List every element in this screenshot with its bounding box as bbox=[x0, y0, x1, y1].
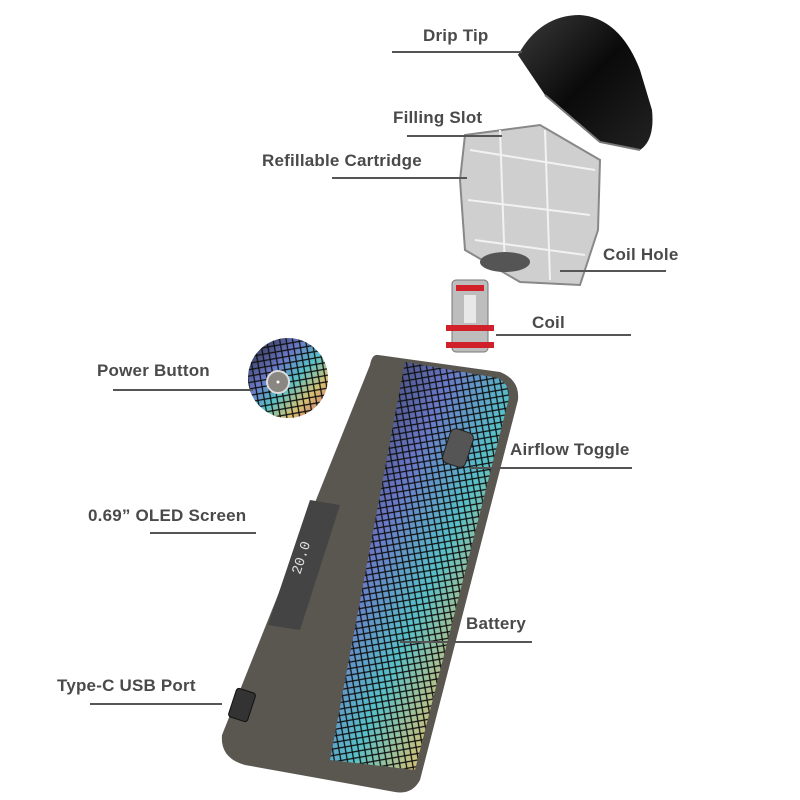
leader-line-power-button bbox=[113, 389, 253, 391]
battery-body: 20.0 bbox=[221, 354, 519, 793]
leader-line-coil bbox=[496, 334, 631, 336]
leader-line-usb-port bbox=[90, 703, 222, 705]
leader-line-battery bbox=[400, 641, 532, 643]
label-coil-hole: Coil Hole bbox=[603, 245, 679, 264]
label-power-button: Power Button bbox=[97, 361, 210, 380]
coil-part bbox=[446, 279, 494, 353]
label-filling-slot: Filling Slot bbox=[393, 108, 483, 127]
power-button-detail bbox=[248, 338, 328, 418]
label-oled-screen: 0.69” OLED Screen bbox=[88, 506, 247, 525]
leader-line-drip-tip bbox=[392, 51, 522, 53]
label-refillable-cartridge: Refillable Cartridge bbox=[262, 151, 422, 170]
drip-tip-part bbox=[518, 15, 653, 151]
leader-line-oled-screen bbox=[150, 532, 256, 534]
label-coil: Coil bbox=[532, 313, 565, 332]
leader-line-coil-hole bbox=[560, 270, 666, 272]
leader-line-refillable-cartridge bbox=[332, 177, 467, 179]
label-usb-port: Type-C USB Port bbox=[57, 676, 196, 695]
label-drip-tip: Drip Tip bbox=[423, 26, 489, 45]
leader-line-filling-slot bbox=[407, 135, 502, 137]
label-battery: Battery bbox=[466, 614, 526, 633]
label-airflow-toggle: Airflow Toggle bbox=[510, 440, 630, 459]
leader-line-airflow-toggle bbox=[470, 467, 632, 469]
cartridge-part bbox=[458, 123, 602, 287]
